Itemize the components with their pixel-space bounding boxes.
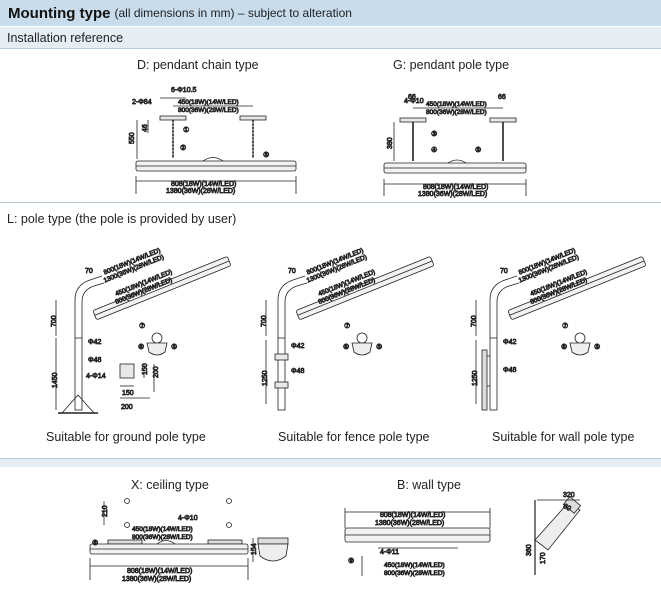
chain-marker-1: ① — [183, 126, 189, 134]
fence-dia-42: Φ42 — [291, 343, 304, 350]
pendant-chain-drawing — [135, 97, 297, 194]
wall-type-length-2: 1380(36W)(28W/LED) — [375, 520, 444, 527]
wall-pole-height: 1250 — [472, 370, 479, 386]
ground-base-a: 150 — [142, 363, 149, 375]
ceiling-length-1: 808(18W)(14W/LED) — [127, 568, 192, 575]
header-title: Mounting type — [8, 4, 111, 22]
ground-dia-42: Φ42 — [88, 339, 101, 346]
ceiling-title: X: ceiling type — [131, 478, 209, 492]
pendant-pole-drawing — [383, 107, 527, 196]
wall-pole-caption: Suitable for wall pole type — [492, 430, 635, 444]
wall-dia-48: Φ48 — [503, 367, 516, 374]
wall-height: 700 — [471, 315, 478, 327]
ground-height: 700 — [51, 315, 58, 327]
pole-length-1: 808(18W)(14W/LED) — [423, 184, 488, 191]
ground-pole-height: 1450 — [52, 372, 59, 388]
chain-length-1: 808(18W)(14W/LED) — [171, 181, 236, 188]
wall-marker-5: ⑤ — [594, 343, 600, 351]
section-band — [0, 459, 661, 467]
chain-marker-2: ② — [180, 144, 186, 152]
divider — [0, 48, 661, 49]
wall-marker-6: ⑥ — [561, 343, 567, 351]
wall-angle: 70 — [500, 268, 508, 275]
fence-dia-48: Φ48 — [291, 368, 304, 375]
ceiling-side-height: 154 — [251, 543, 258, 555]
ceiling-spacing-1: 450(18W)(14W/LED) — [132, 526, 193, 533]
fence-pole-caption: Suitable for fence pole type — [278, 430, 430, 444]
fence-marker-6: ⑥ — [343, 343, 349, 351]
wall-type-spacing-2: 800(36W)(28W/LED) — [384, 570, 445, 577]
wall-type-holes: 4-Φ11 — [380, 549, 399, 556]
wall-type-side-height: 360 — [526, 544, 533, 556]
chain-length-2: 1380(36W)(28W/LED) — [166, 188, 235, 195]
wall-title: B: wall type — [397, 478, 461, 492]
pendant-chain-title: D: pendant chain type — [137, 58, 259, 72]
pole-marker-5: ⑤ — [475, 146, 481, 154]
ground-dia-48: Φ48 — [88, 357, 101, 364]
pole-hole-size: 4-Φ10 — [404, 98, 424, 105]
ground-pole-caption: Suitable for ground pole type — [46, 430, 206, 444]
pole-section-label: L: pole type (the pole is provided by us… — [7, 212, 237, 226]
ground-marker-5: ⑤ — [171, 343, 177, 351]
wall-type-side-width: 320 — [563, 492, 575, 499]
ground-angle: 70 — [85, 268, 93, 275]
ceiling-length-2: 1380(36W)(28W/LED) — [122, 576, 191, 583]
wall-type-spacing-1: 450(18W)(14W/LED) — [384, 562, 445, 569]
installation-band — [0, 27, 661, 48]
fence-pole-drawing — [265, 256, 434, 411]
ground-marker-6: ⑥ — [138, 343, 144, 351]
wall-type-side-angle: 60 — [562, 503, 572, 513]
fence-pole-height: 1250 — [262, 370, 269, 386]
chain-spacing-1: 450(18W)(14W/LED) — [178, 99, 239, 106]
chain-hole-size: 6-Φ10.5 — [171, 87, 197, 94]
ground-base-d: 200 — [121, 404, 133, 411]
fence-marker-5: ⑤ — [376, 343, 382, 351]
chain-height-total: 550 — [129, 132, 136, 144]
ceiling-height: 210 — [102, 505, 109, 517]
pole-marker-3: ③ — [431, 130, 437, 138]
ceiling-drawing — [89, 498, 289, 580]
pole-dim-b: 66 — [498, 94, 506, 101]
divider — [0, 202, 661, 203]
chain-marker-5: ⑤ — [263, 151, 269, 159]
header-bar: Mounting type (all dimensions in mm) – s… — [0, 0, 661, 26]
ceiling-spacing-2: 800(36W)(28W/LED) — [132, 534, 193, 541]
pole-dim-a: 66 — [408, 94, 416, 101]
ground-marker-7: ⑦ — [139, 322, 145, 330]
pole-marker-4: ④ — [431, 146, 437, 154]
pole-height: 380 — [387, 137, 394, 149]
wall-type-side-small: 170 — [540, 552, 547, 564]
chain-base-dia: 2-Φ84 — [132, 99, 152, 106]
pole-spacing-2: 800(36W)(28W/LED) — [426, 109, 487, 116]
ceiling-holes: 4-Φ10 — [178, 515, 198, 522]
wall-type-drawing — [344, 496, 582, 576]
pendant-pole-title: G: pendant pole type — [393, 58, 510, 72]
wall-pole-drawing — [475, 256, 646, 411]
installation-reference-label: Installation reference — [7, 31, 124, 45]
chain-height-small: 46 — [142, 124, 149, 132]
header-subtitle: (all dimensions in mm) – subject to alte… — [114, 6, 352, 20]
wall-type-marker-9: ⑨ — [348, 557, 354, 565]
chain-spacing-2: 800(36W)(28W/LED) — [178, 107, 239, 114]
pole-spacing-1: 450(18W)(14W/LED) — [426, 101, 487, 108]
ground-base-b: 200 — [153, 366, 160, 378]
fence-marker-7: ⑦ — [344, 322, 350, 330]
ground-pole-drawing — [55, 256, 231, 414]
wall-marker-7: ⑦ — [562, 322, 568, 330]
fence-angle: 70 — [288, 268, 296, 275]
divider — [0, 458, 661, 459]
wall-dia-42: Φ42 — [503, 339, 516, 346]
ground-holes: 4-Φ14 — [86, 373, 106, 380]
ceiling-marker-8: ⑧ — [92, 539, 98, 547]
fence-height: 700 — [261, 315, 268, 327]
ground-base-c: 150 — [122, 390, 134, 397]
pole-length-2: 1380(36W)(28W/LED) — [418, 191, 487, 198]
wall-type-length-1: 808(18W)(14W/LED) — [380, 512, 445, 519]
